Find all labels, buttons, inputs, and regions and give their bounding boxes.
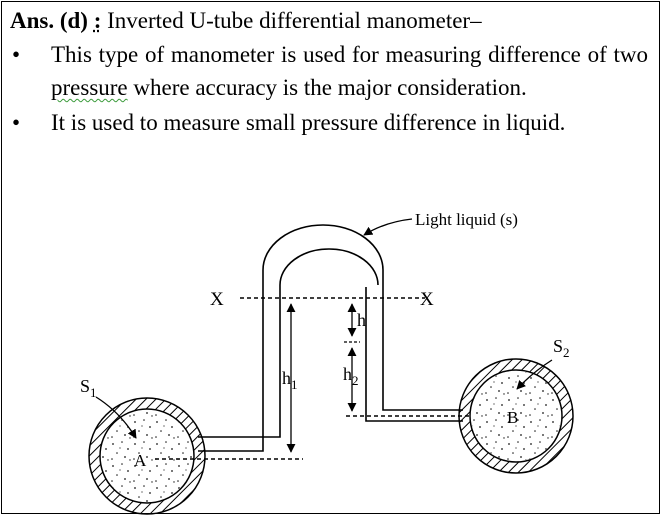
s1-label: S1 — [80, 376, 97, 400]
answer-label: Ans. (d) : — [10, 8, 102, 33]
vessel-a — [88, 397, 206, 515]
h-label: h — [357, 310, 366, 330]
bullet-list: • This type of manometer is used for mea… — [8, 38, 648, 141]
vessel-b — [458, 358, 574, 474]
x-right-label: X — [420, 289, 434, 310]
bullet-dot-icon: • — [12, 42, 21, 67]
light-liquid-label: Light liquid (s) — [415, 210, 518, 229]
u-tube — [198, 224, 463, 452]
s2-label: S2 — [553, 336, 570, 360]
s2-leader — [516, 359, 553, 390]
h2-label: h2 — [343, 364, 359, 388]
bullet-item-small-pressure: • It is used to measure small pressure d… — [8, 106, 648, 139]
s1-leader — [95, 396, 137, 439]
point-a-label: A — [134, 451, 147, 470]
x-left-label: X — [210, 289, 224, 310]
bullet-dot-icon: • — [12, 110, 21, 135]
answer-heading: Ans. (d) : Inverted U-tube differential … — [10, 6, 482, 36]
spellcheck-word: pressure — [51, 75, 128, 100]
point-b-label: B — [507, 408, 518, 427]
h1-label: h1 — [282, 368, 298, 392]
bullet-item-measuring: • This type of manometer is used for mea… — [8, 38, 648, 104]
answer-title: Inverted U-tube differential manometer– — [107, 8, 482, 33]
light-liquid-leader — [363, 218, 413, 236]
